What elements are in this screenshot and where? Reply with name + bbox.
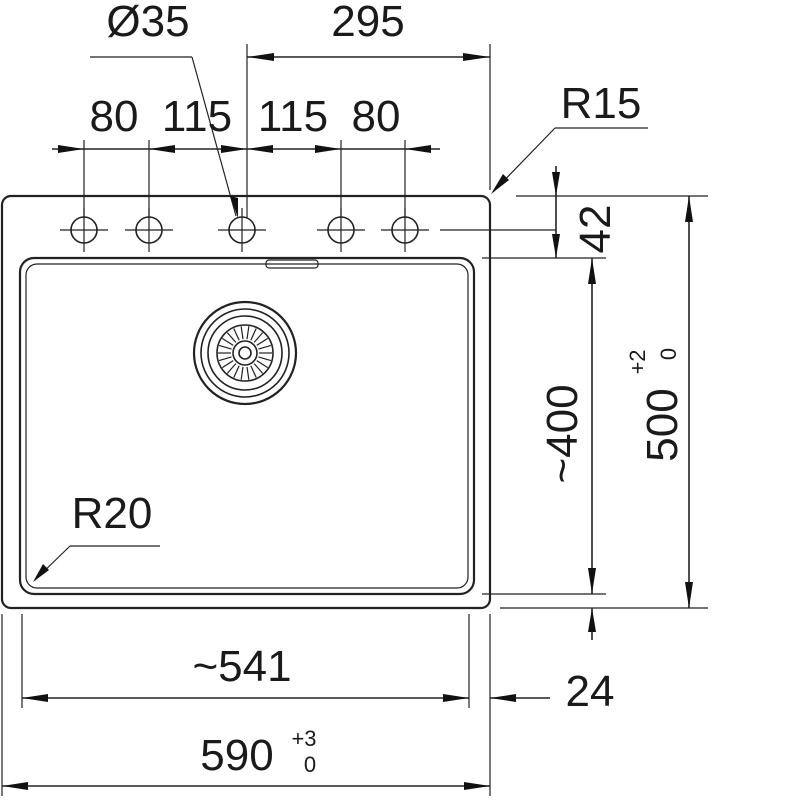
overflow-slot (265, 259, 319, 269)
dim-42: 42 (482, 166, 708, 259)
dim-295: 295 (247, 0, 490, 61)
dim-24-vertical (588, 608, 596, 640)
label-diameter: Ø35 (106, 0, 189, 46)
drain-spoke (250, 365, 257, 378)
drain-spoke (253, 332, 264, 343)
drain-spoke (226, 332, 237, 343)
label-spacing-1: 80 (90, 92, 139, 141)
drain-spoke (246, 366, 250, 380)
tap-holes (60, 208, 556, 252)
label-r15: R15 (561, 79, 642, 128)
label-24: 24 (566, 667, 615, 716)
sink-outer-outline (0, 194, 492, 610)
dim-541: ~541 (22, 642, 469, 702)
drain-spoke (221, 360, 234, 369)
label-400: ~400 (538, 384, 587, 483)
label-500: 500 (638, 388, 687, 461)
drain-icon (192, 300, 298, 406)
drain-spoke (233, 365, 240, 378)
dim-diameter: Ø35 (90, 0, 238, 218)
drain-spoke (250, 328, 257, 341)
drain-spoke (256, 337, 269, 346)
label-spacing-2: 115 (162, 92, 232, 141)
label-295: 295 (331, 0, 404, 46)
dim-500: 500 +2 0 (625, 196, 693, 608)
drain-spoke (246, 326, 250, 340)
drain-spoke (256, 360, 269, 369)
drain-spoke (240, 326, 244, 340)
drain-spoke (258, 344, 272, 350)
label-spacing-4: 80 (352, 92, 401, 141)
drain-spoke (253, 363, 264, 374)
drain-spoke (218, 356, 232, 362)
drain-spoke (226, 363, 237, 374)
drain-spoke (221, 337, 234, 346)
bowl-inner-outline (25, 263, 469, 589)
label-r20: R20 (72, 489, 153, 538)
drain-spoke (240, 366, 244, 380)
label-500-tol-upper: +2 (625, 349, 650, 374)
label-42: 42 (571, 205, 620, 254)
dim-590: 590 +3 0 (2, 726, 490, 790)
dim-400: ~400 (538, 258, 596, 594)
extension-lines-right (482, 593, 708, 609)
drain-spoke (233, 328, 240, 341)
tap-hole (218, 208, 266, 252)
label-541: ~541 (192, 642, 291, 691)
dim-spacing: 80 115 115 80 (52, 92, 440, 153)
label-590: 590 (200, 731, 273, 780)
drain-spoke (258, 356, 272, 362)
dim-r20: R20 (33, 489, 160, 582)
drain-spoke (218, 344, 232, 350)
label-500-tol-lower: 0 (656, 348, 681, 360)
bowl-outline (18, 256, 476, 596)
dim-r15: R15 (491, 79, 648, 194)
extension-lines-bottom (1, 614, 491, 796)
label-590-tol-lower: 0 (304, 752, 316, 777)
label-590-tol-upper: +3 (291, 726, 316, 751)
label-spacing-3: 115 (258, 92, 328, 141)
extension-lines-top (83, 44, 491, 218)
dim-24: 24 (490, 667, 614, 716)
